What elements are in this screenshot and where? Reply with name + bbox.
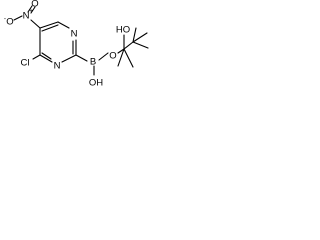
bond-c-methyl-top-1 [132,27,137,43]
bond-ring-n3-c4-double [41,52,52,60]
bond-nitro-o-left [13,15,23,21]
atom-label-nitro-nitrogen: N [23,11,30,22]
bond-ring-c5-c6 [39,21,59,29]
bond-c-methyl-right [132,41,149,49]
bond-ring-c6-n1 [57,21,70,29]
atom-label-boron-hydroxyl: OH [89,78,103,89]
bond-c2-b [75,54,88,62]
atom-label-nitro-oxygen-top: O [31,0,38,10]
atom-label-chlorine: Cl [21,58,30,69]
bond-b-o [98,52,109,61]
bond-ring-c2-n3 [61,54,77,63]
atom-label-ring-nitrogen-bottom: N [54,61,61,72]
atom-label-pinacol-hydroxyl: HO [116,25,130,36]
bond-ring-n3-c4 [39,54,53,63]
charge-label-nitro-nitrogen: + [29,8,33,15]
bonds [13,5,149,76]
bond-nitro-o-top [27,5,33,13]
chemical-structure-diagram: O - N + O Cl N N B OH O HO [4,0,149,89]
bond-ring-c5-c6-double [41,24,59,32]
bond-nitro-o-top-double [30,6,36,14]
bond-c-c [123,41,134,50]
charge-label-nitro-oxygen: - [4,16,6,23]
atom-labels: O - N + O Cl N N B OH O HO [4,0,130,89]
atom-label-ring-nitrogen-right: N [71,29,78,40]
bond-c4-cl [32,54,41,60]
atom-label-nitro-oxygen-left: O [6,17,13,28]
atom-label-boron: B [90,57,96,68]
bond-c-methyl-lower-1 [117,48,125,67]
bond-c-methyl-lower-2 [123,48,134,68]
bond-o-c [117,48,125,54]
bond-c-methyl-top-2 [132,32,148,43]
bond-nitro-to-ring [30,19,41,29]
atom-label-ester-oxygen: O [109,51,116,62]
